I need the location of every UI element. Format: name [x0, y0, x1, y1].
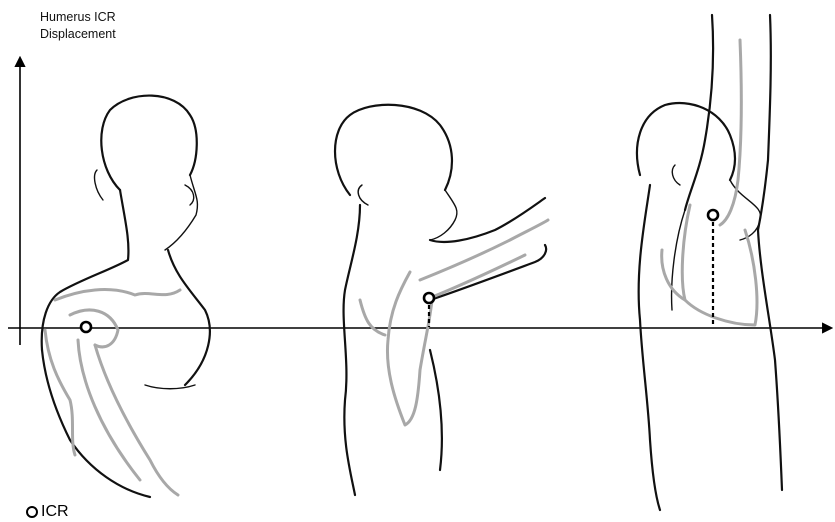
- figure-arm-overhead: [637, 15, 782, 510]
- legend-label: ICR: [41, 503, 69, 521]
- legend: ICR: [26, 503, 69, 521]
- figure-arm-at-side: [42, 96, 210, 497]
- icr-marker-3: [708, 210, 718, 220]
- icr-marker-1: [81, 322, 91, 332]
- figure-arm-raised: [335, 105, 548, 495]
- legend-icr-circle-icon: [26, 506, 38, 518]
- icr-marker-2: [424, 293, 434, 303]
